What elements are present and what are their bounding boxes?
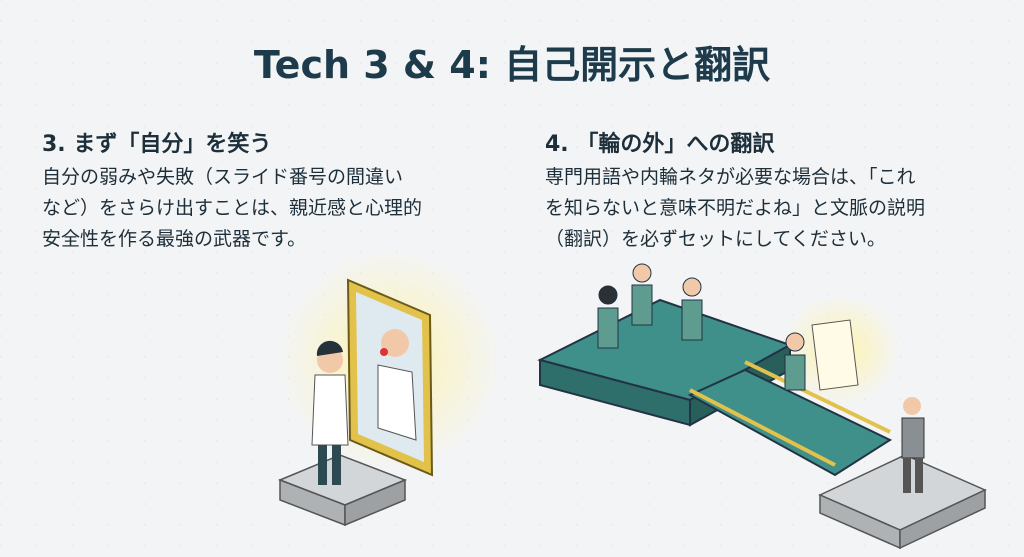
- right-line: を知らないと意味不明だよね」と文脈の説明: [545, 197, 926, 219]
- left-line: 自分の弱みや失敗（スライド番号の間違い: [42, 166, 404, 188]
- mirror-illustration: [277, 250, 500, 527]
- left-heading: 3. まず「自分」を笑う: [42, 132, 272, 157]
- right-line: （翻訳）を必ずセットにしてください。: [545, 228, 886, 250]
- right-body: 専門用語や内輪ネタが必要な場合は、「これ を知らないと意味不明だよね」と文脈の説…: [545, 162, 925, 255]
- right-line: 専門用語や内輪ネタが必要な場合は、「これ: [545, 166, 916, 188]
- slide-title: Tech 3 & 4: 自己開示と翻訳: [253, 43, 771, 87]
- right-heading: 4. 「輪の外」への翻訳: [545, 132, 775, 157]
- left-body: 自分の弱みや失敗（スライド番号の間違い など）をさらけ出すことは、親近感と心理的…: [42, 162, 422, 255]
- translation-illustration: [537, 263, 987, 550]
- left-line: 安全性を作る最強の武器です。: [42, 228, 307, 250]
- left-line: など）をさらけ出すことは、親近感と心理的: [42, 197, 423, 219]
